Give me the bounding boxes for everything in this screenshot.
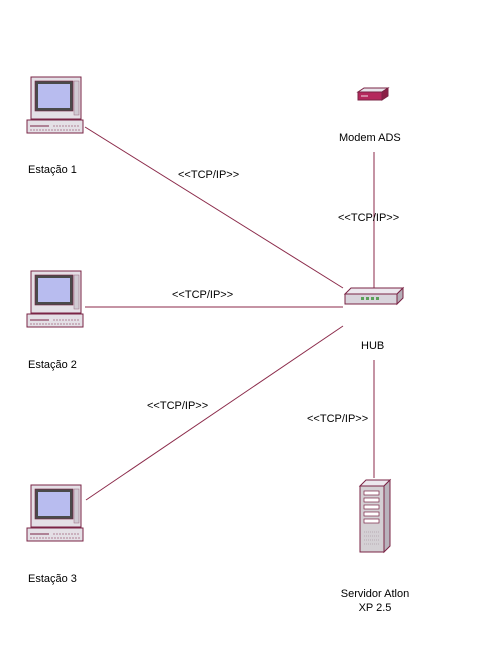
connection-lines (84, 126, 375, 501)
link-station3-hub (85, 325, 344, 501)
link-station1-hub (84, 126, 344, 289)
server-label-line1: Servidor Atlon (340, 588, 410, 600)
station3-label: Estação 3 (28, 573, 77, 585)
workstation-1-icon (26, 76, 84, 134)
workstation-3-icon (26, 484, 84, 542)
station1-label: Estação 1 (28, 164, 77, 176)
station2-label: Estação 2 (28, 359, 77, 371)
hub-icon (343, 286, 405, 306)
modem-label: Modem ADS (339, 132, 401, 144)
workstation-2-icon (26, 270, 84, 328)
link-hub-server-label: <<TCP/IP>> (307, 413, 369, 425)
hub-label: HUB (361, 340, 385, 352)
link-station3-hub-label: <<TCP/IP>> (147, 400, 209, 412)
server-label-line2: XP 2.5 (358, 602, 392, 614)
link-modem-hub-label: <<TCP/IP>> (338, 212, 400, 224)
server-icon (358, 478, 392, 554)
modem-icon (356, 87, 390, 101)
link-station2-hub-label: <<TCP/IP>> (172, 289, 234, 301)
link-station1-hub-label: <<TCP/IP>> (178, 169, 240, 181)
